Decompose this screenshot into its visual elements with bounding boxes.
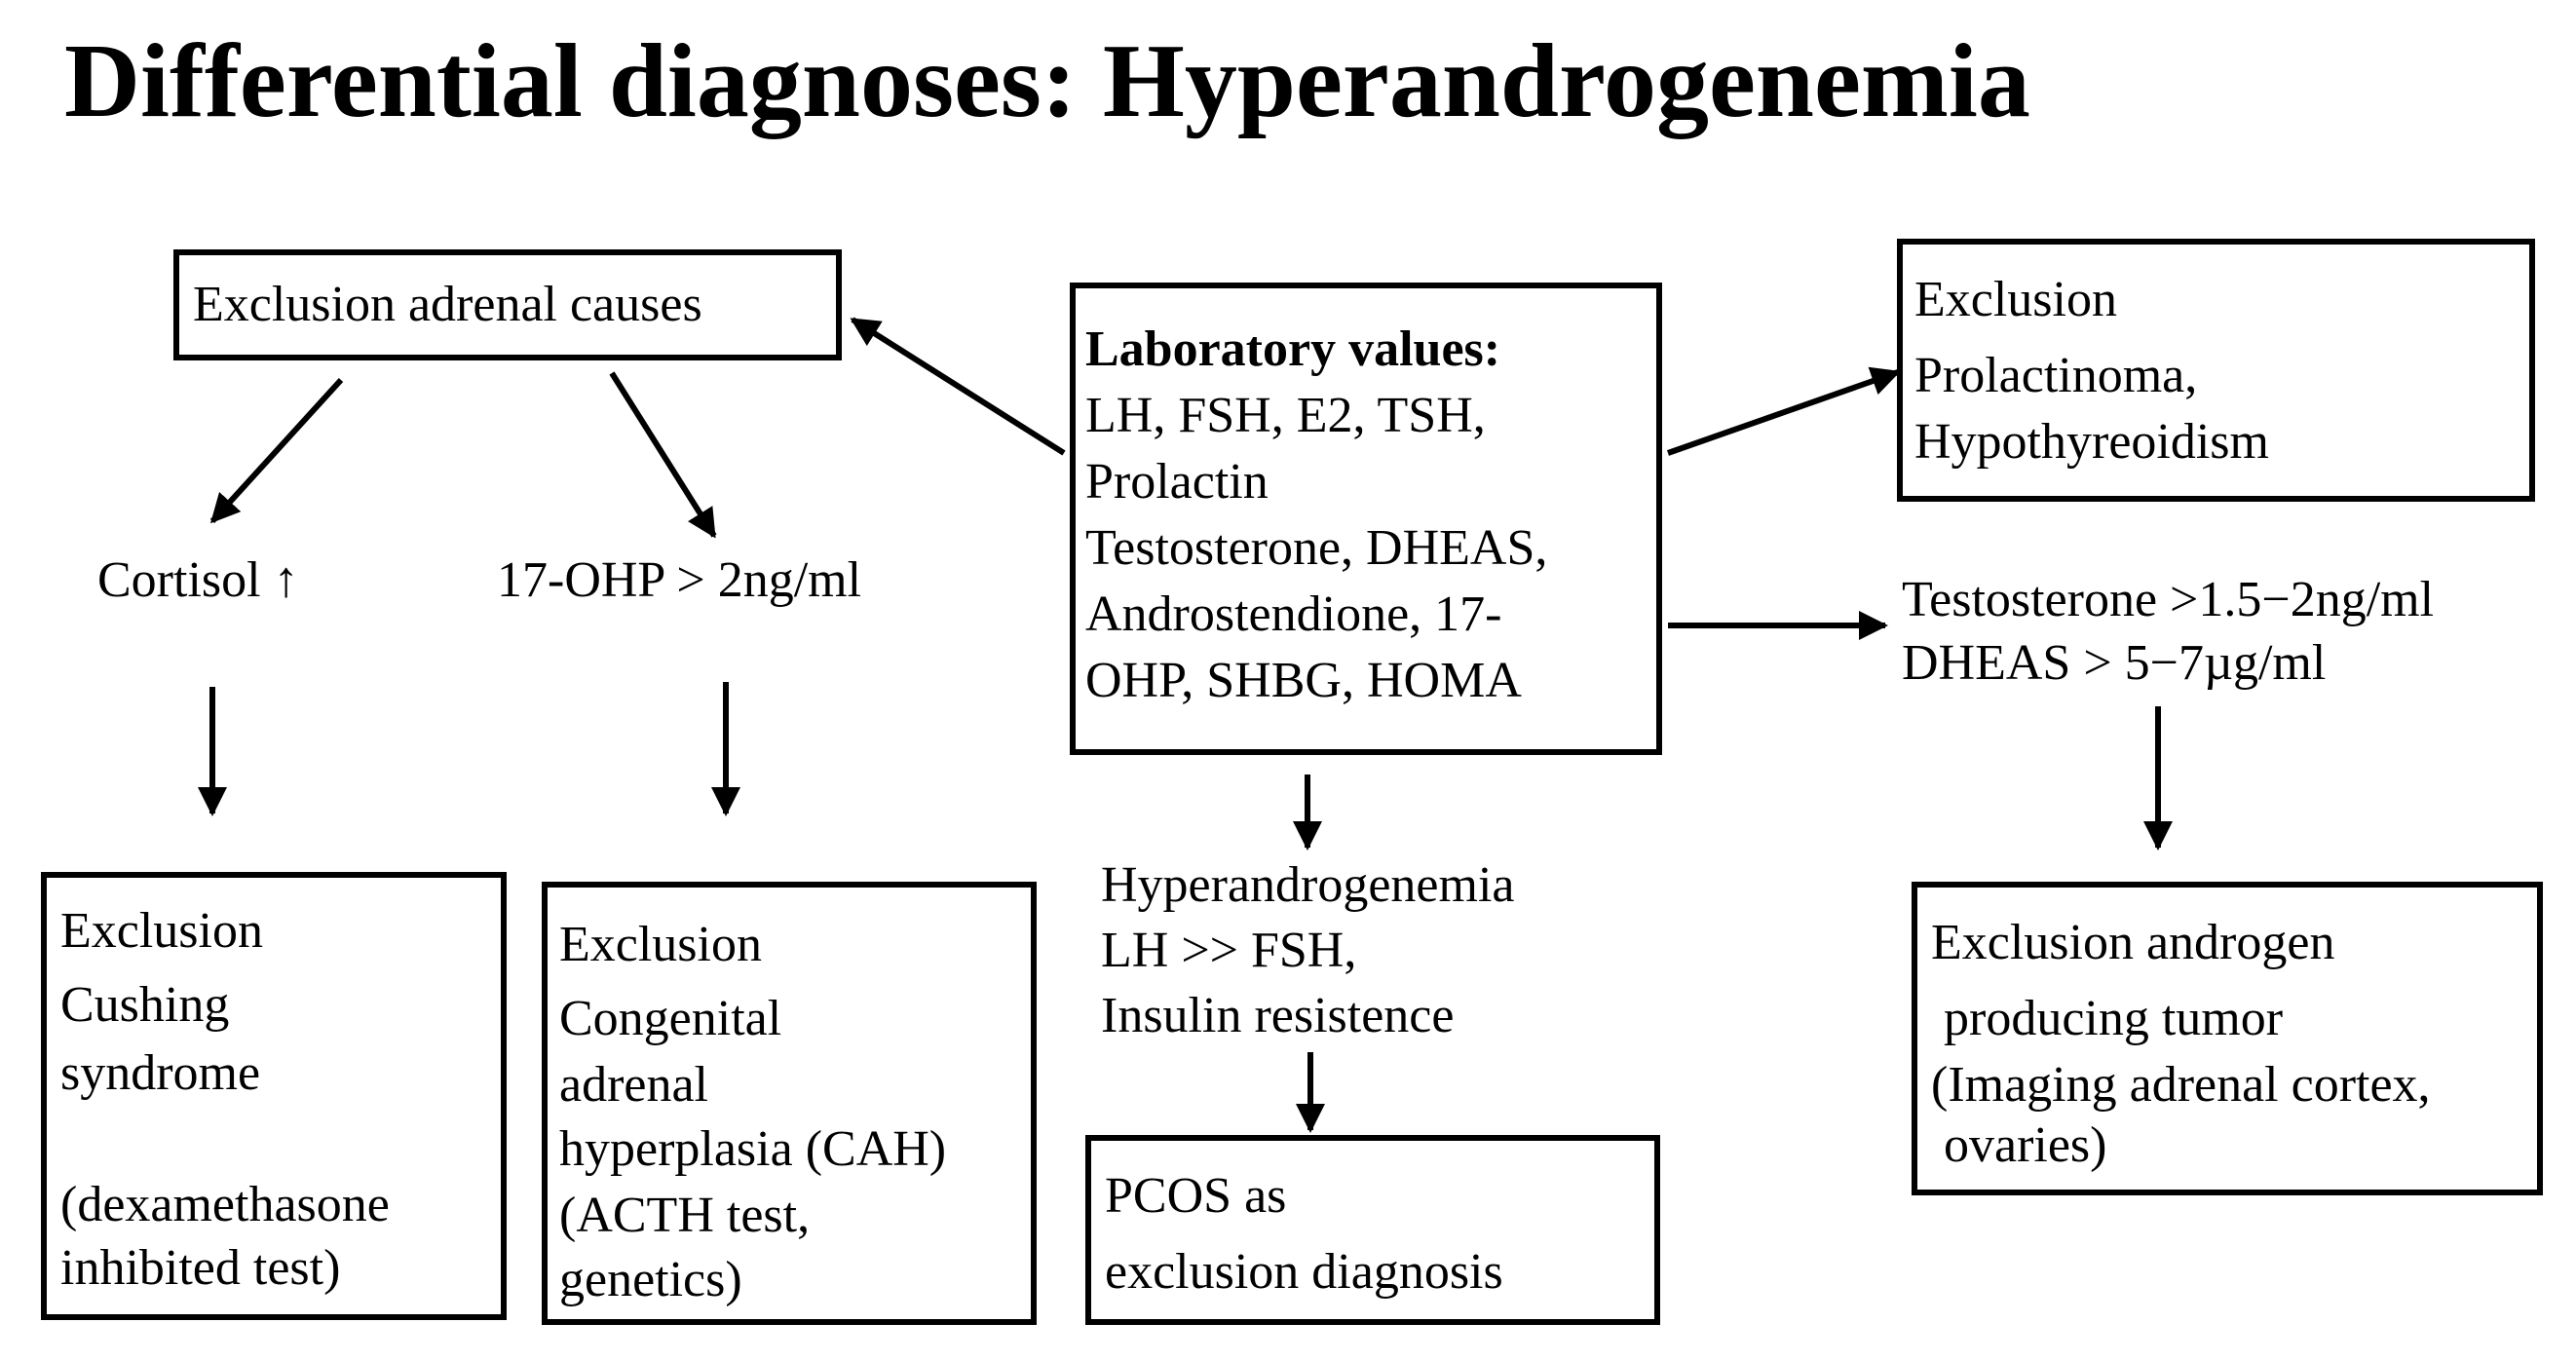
androgen-tumor-box: Exclusion androgen producing tumor (Imag…	[1912, 882, 2543, 1195]
adrenal-causes-text: Exclusion adrenal causes	[193, 277, 702, 332]
androgen-tumor-line: producing tumor	[1931, 991, 2284, 1046]
prolactinoma-line: Hypothyreoidism	[1914, 414, 2269, 470]
laboratory-values-line: OHP, SHBG, HOMA	[1085, 653, 1522, 708]
diagram-title: Differential diagnoses: Hyperandrogenemi…	[64, 23, 2030, 139]
hyperandrogenemia-line: Hyperandrogenemia	[1101, 857, 1515, 913]
laboratory-values-line: Testosterone, DHEAS,	[1085, 520, 1548, 576]
pcos-box: PCOS as exclusion diagnosis	[1085, 1135, 1660, 1325]
cushing-line: inhibited test)	[60, 1240, 341, 1296]
cushing-box: Exclusion Cushing syndrome (dexamethason…	[41, 872, 507, 1320]
hyperandrogenemia-line: Insulin resistence	[1101, 988, 1455, 1043]
pcos-line: PCOS as	[1105, 1168, 1287, 1224]
laboratory-values-line: Prolactin	[1085, 454, 1269, 510]
prolactinoma-line: Prolactinoma,	[1914, 348, 2198, 403]
cah-line: (ACTH test,	[559, 1188, 811, 1243]
laboratory-values-line: Androstendione, 17-	[1085, 586, 1502, 642]
cah-line: adrenal	[559, 1057, 709, 1113]
cortisol-label: Cortisol ↑	[97, 552, 299, 608]
ohp-label: 17-OHP > 2ng/ml	[497, 552, 862, 608]
laboratory-values-line: LH, FSH, E2, TSH,	[1085, 388, 1486, 443]
arrow-lab-to-adrenal	[850, 317, 1066, 456]
arrow-adrenal-to-cortisol	[209, 377, 344, 524]
arrow-adrenal-to-ohp	[609, 371, 717, 539]
cushing-line: (dexamethasone	[60, 1177, 390, 1232]
prolactinoma-line: Exclusion	[1914, 272, 2117, 327]
prolactinoma-box: Exclusion Prolactinoma, Hypothyreoidism	[1897, 239, 2535, 502]
androgen-tumor-line: Exclusion androgen	[1931, 915, 2335, 970]
cah-line: genetics)	[559, 1252, 742, 1307]
cah-box: Exclusion Congenital adrenal hyperplasia…	[542, 882, 1037, 1325]
laboratory-values-heading: Laboratory values:	[1085, 321, 1501, 377]
hyperandrogenemia-line: LH >> FSH,	[1101, 923, 1357, 978]
adrenal-causes-box: Exclusion adrenal causes	[173, 249, 842, 360]
testosterone-line: Testosterone >1.5−2ng/ml	[1902, 572, 2435, 627]
testosterone-line: DHEAS > 5−7µg/ml	[1902, 635, 2327, 691]
cushing-line: Cushing	[60, 977, 230, 1033]
androgen-tumor-line: (Imaging adrenal cortex,	[1931, 1057, 2431, 1113]
cushing-line: syndrome	[60, 1045, 261, 1101]
laboratory-values-box: Laboratory values: LH, FSH, E2, TSH, Pro…	[1070, 283, 1662, 755]
androgen-tumor-line: ovaries)	[1931, 1117, 2107, 1173]
pcos-line: exclusion diagnosis	[1105, 1244, 1503, 1300]
cushing-line: Exclusion	[60, 903, 263, 959]
cah-line: hyperplasia (CAH)	[559, 1121, 947, 1177]
cah-line: Congenital	[559, 991, 782, 1046]
cah-line: Exclusion	[559, 917, 762, 972]
arrow-lab-to-prolactinoma	[1667, 366, 1901, 456]
